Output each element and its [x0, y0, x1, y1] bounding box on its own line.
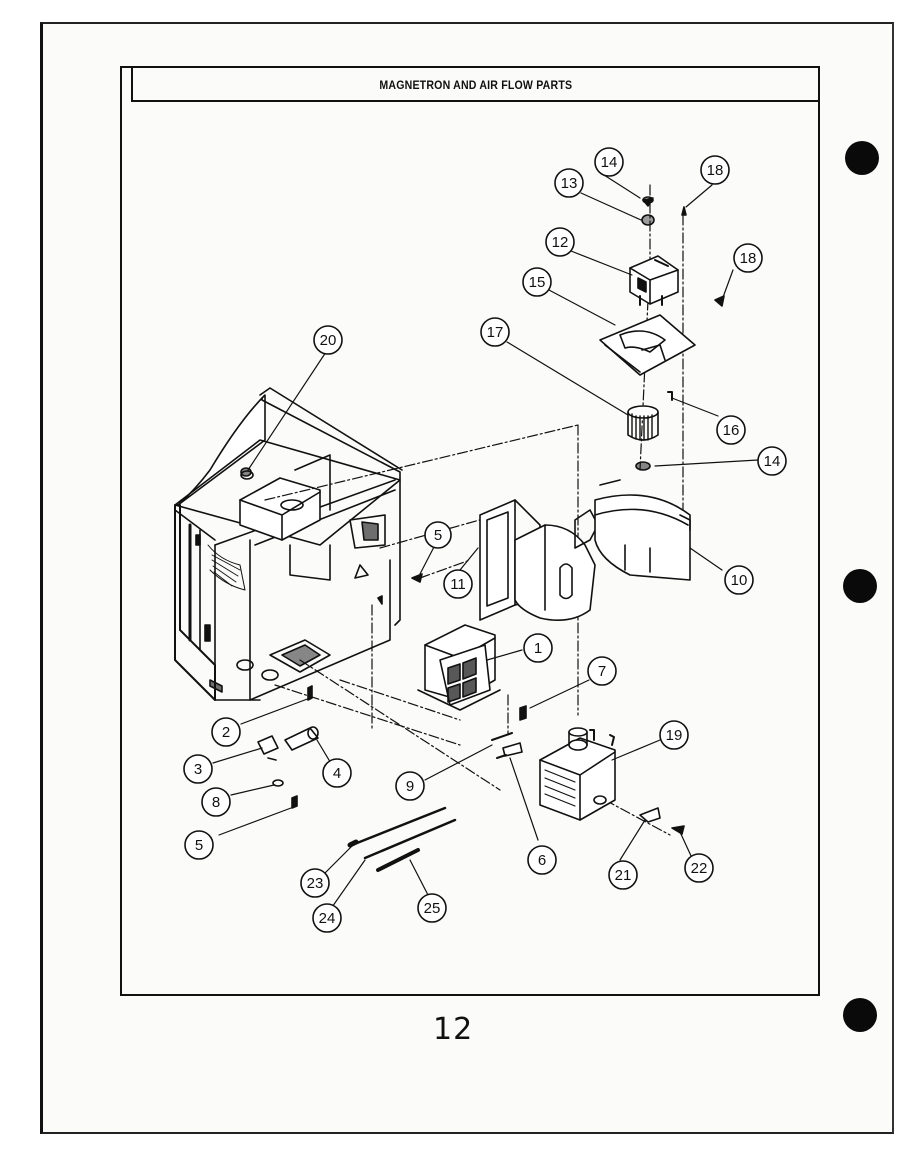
- svg-text:23: 23: [307, 875, 324, 892]
- callout-2: 2: [211, 717, 241, 747]
- binder-hole-middle: [843, 569, 877, 603]
- svg-text:1: 1: [534, 640, 542, 657]
- callout-3: 3: [183, 754, 213, 784]
- fan-motor-assembly: [599, 196, 725, 401]
- callout-11: 11: [443, 569, 473, 599]
- diagram-frame: [120, 66, 820, 996]
- callout-4: 4: [322, 758, 352, 788]
- callout-7: 7: [587, 656, 617, 686]
- transformer-1: [417, 624, 501, 711]
- callout-18-top: 18: [700, 155, 730, 185]
- callout-21: 21: [608, 860, 638, 890]
- svg-text:7: 7: [598, 663, 606, 680]
- air-duct-11: [479, 499, 541, 621]
- callout-25: 25: [417, 893, 447, 923]
- svg-text:22: 22: [691, 860, 708, 877]
- callout-1: 1: [523, 633, 553, 663]
- binder-hole-top: [845, 141, 879, 175]
- svg-text:12: 12: [552, 234, 569, 251]
- svg-text:10: 10: [731, 572, 748, 589]
- svg-text:5: 5: [195, 837, 203, 854]
- callout-15: 15: [522, 267, 552, 297]
- binder-hole-bottom: [843, 998, 877, 1032]
- svg-text:5: 5: [434, 527, 442, 544]
- svg-text:6: 6: [538, 852, 546, 869]
- svg-text:3: 3: [194, 761, 202, 778]
- callout-19: 19: [659, 720, 689, 750]
- callout-18-right: 18: [733, 243, 763, 273]
- title-bar: MAGNETRON AND AIR FLOW PARTS: [132, 72, 820, 102]
- leader-lines: [212, 174, 759, 911]
- callout-20: 20: [313, 325, 343, 355]
- svg-text:18: 18: [707, 162, 724, 179]
- svg-text:24: 24: [319, 910, 336, 927]
- svg-text:2: 2: [222, 724, 230, 741]
- svg-text:19: 19: [666, 727, 683, 744]
- svg-text:9: 9: [406, 778, 414, 795]
- callout-14-mid: 14: [757, 446, 787, 476]
- callout-10: 10: [724, 565, 754, 595]
- callout-12: 12: [545, 227, 575, 257]
- svg-text:14: 14: [601, 154, 618, 171]
- svg-text:11: 11: [450, 576, 466, 593]
- svg-text:4: 4: [333, 765, 341, 782]
- svg-text:20: 20: [320, 332, 337, 349]
- callout-23: 23: [300, 868, 330, 898]
- svg-text:25: 25: [424, 900, 441, 917]
- magnetron-19: [539, 727, 616, 821]
- svg-text:16: 16: [723, 422, 740, 439]
- callout-14-top: 14: [594, 147, 624, 177]
- callout-24: 24: [312, 903, 342, 933]
- small-parts: [240, 467, 685, 872]
- page-number: 12: [433, 1012, 474, 1047]
- callout-9: 9: [395, 771, 425, 801]
- callout-layer: 20 14 13 18 12 18 15 17 16 14 5 11 10 1 …: [183, 147, 787, 933]
- svg-text:17: 17: [487, 324, 504, 341]
- callout-5-upper: 5: [424, 521, 452, 549]
- svg-text:18: 18: [740, 250, 757, 267]
- svg-text:13: 13: [561, 175, 578, 192]
- frame-rule: [131, 68, 133, 102]
- svg-text:8: 8: [212, 794, 220, 811]
- callout-13: 13: [554, 168, 584, 198]
- svg-text:14: 14: [764, 453, 781, 470]
- callout-8: 8: [201, 787, 231, 817]
- fan-blade-17: [627, 405, 659, 471]
- callout-22: 22: [684, 853, 714, 883]
- svg-text:21: 21: [615, 867, 632, 884]
- callout-17: 17: [480, 317, 510, 347]
- callout-16: 16: [716, 415, 746, 445]
- oven-cabinet: [174, 387, 403, 701]
- callout-5-lower: 5: [184, 830, 214, 860]
- diagram-title: MAGNETRON AND AIR FLOW PARTS: [379, 80, 573, 92]
- callout-6: 6: [527, 845, 557, 875]
- air-guide-10: [514, 479, 691, 621]
- svg-text:15: 15: [529, 274, 546, 291]
